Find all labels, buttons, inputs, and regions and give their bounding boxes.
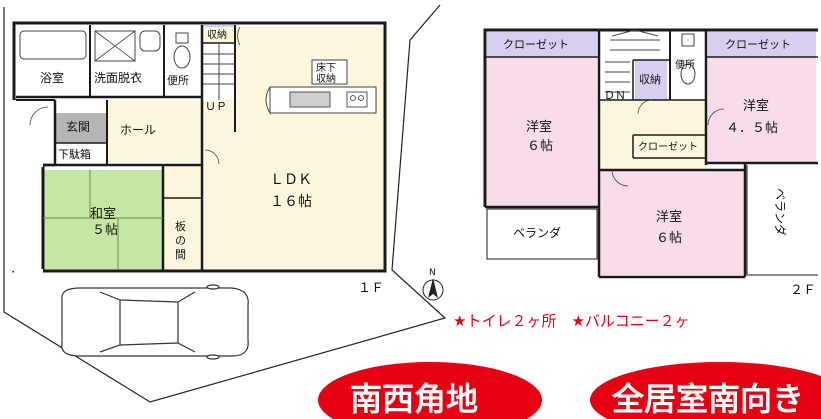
car-icon [61,284,249,360]
floor1-plan: 浴室 洗面脱衣 便所 収納 ＵＰ 床下 収納 玄関 ホール 下駄箱 ＬＤＫ １６… [12,21,387,296]
western-a-size-label: ６帖 [527,139,553,154]
toilet-1f-label: 便所 [167,74,189,87]
washroom-area [90,27,164,97]
itanoma-label-3: 間 [175,248,186,261]
entrance-area [55,113,107,143]
north-label: N [429,268,436,278]
north-arrow-icon: N [422,268,444,301]
badge-sw-corner: 南西角地 [318,362,542,419]
badge-south-facing-text: 全居室南向き [611,380,804,418]
veranda-right-label: ベランダ [773,188,788,236]
hall-label: ホール [120,123,156,137]
washroom-label: 洗面脱衣 [94,70,142,85]
underfloor-label-1: 床下 [316,61,336,74]
western-c-name-label: 洋室 [656,209,682,225]
storage-1f-label: 収納 [207,28,227,41]
hall-area [107,100,202,162]
stairs-up-label: ＵＰ [205,100,227,113]
itanoma-label-1: 板 [175,219,186,233]
lot-boundary [3,4,447,403]
itanoma-label-2: の [175,234,186,247]
shoe-box-label: 下駄箱 [58,147,91,161]
storage-2f-label: 収納 [639,73,661,86]
closet-right-label: クローゼット [725,38,791,51]
floor2-plan: クローゼット クローゼット 収納 便所 ＤＮ 洋室 ６帖 洋室 ４．５帖 クロー… [483,28,818,298]
western-b-size-label: ４．５帖 [726,121,778,136]
western-c-size-label: ６帖 [656,231,682,246]
veranda-right-area [744,163,816,275]
western-a-name-label: 洋室 [526,119,552,135]
western-b-name-label: 洋室 [743,98,769,114]
storage-2f-area [635,60,667,100]
floor2-label: ２Ｆ [790,283,816,298]
ldk-name-label: ＬＤＫ [270,172,312,188]
badge-south-facing: 全居室南向き [590,362,821,419]
closet-center-label: クローゼット [638,141,698,153]
stairs-dn-label: ＤＮ [604,89,626,102]
underfloor-label-2: 収納 [316,72,336,85]
washitsu-area [43,170,163,270]
washitsu-size-label: ５帖 [92,223,118,238]
features-text: ★トイレ２ヶ所 ★バルコニー２ヶ [453,312,690,330]
western-c-area [600,170,744,275]
floor1-label: １Ｆ [358,281,384,296]
veranda-left-label: ベランダ [513,225,561,240]
washitsu-name-label: 和室 [90,206,116,222]
ldk-size-label: １６帖 [270,194,312,210]
veranda-left-area [487,207,600,259]
closet-left-label: クローゼット [503,38,569,51]
western-a-area [487,57,597,207]
closet-right-area [708,32,816,57]
badge-sw-corner-text: 南西角地 [350,380,478,418]
entrance-label: 玄関 [66,119,90,134]
western-b-area [708,57,816,163]
bath-label: 浴室 [40,70,64,85]
itanoma-area [163,198,200,270]
closet-left-area [487,32,597,57]
bath-area [16,27,90,97]
corridor-area [163,165,200,198]
toilet-2f-label: 便所 [675,58,695,71]
